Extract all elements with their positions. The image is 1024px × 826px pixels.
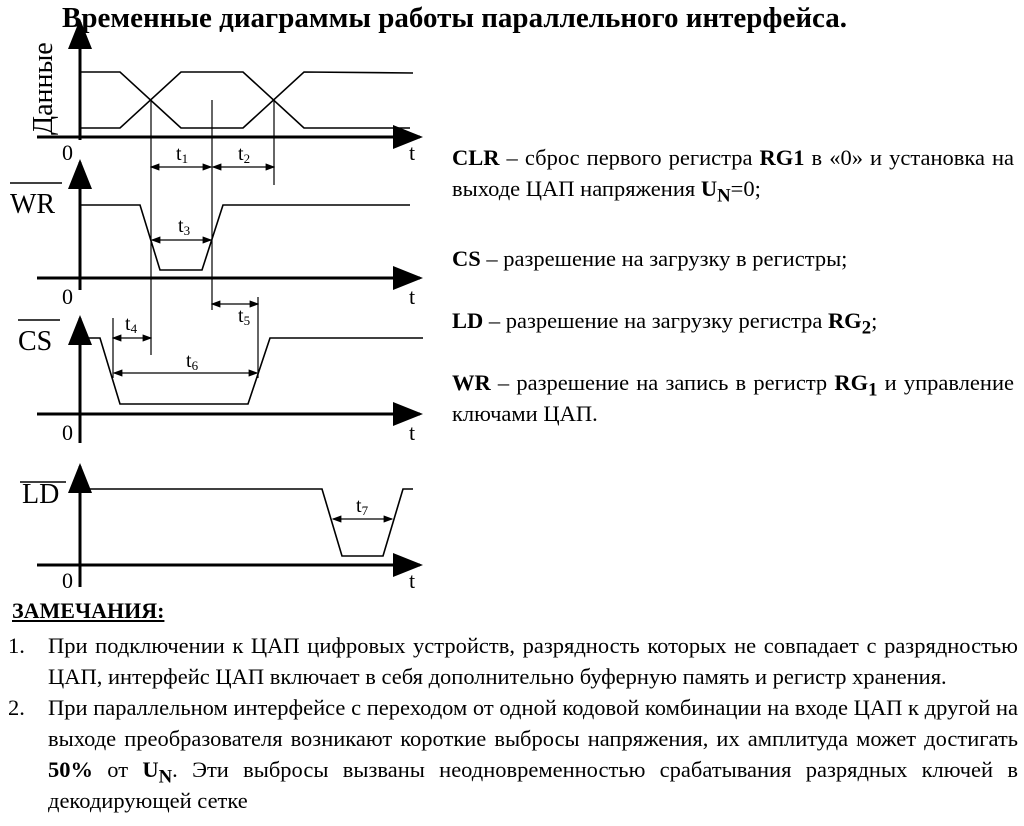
axis-t-label: t [409,420,415,445]
axis-zero-label: 0 [62,284,73,309]
axis-t-label: t [409,140,415,165]
axis-t-label: t [409,284,415,309]
wr-signal-plot [37,159,423,290]
interval-t1: t1 [176,143,188,166]
interval-labels: t1 t2 t3 t4 t5 t6 t7 [125,143,369,518]
description-cs: CS – разрешение на загрузку в регистры; [452,246,848,271]
description-ld: LD – разрешение на загрузку регистра RG2… [452,308,878,339]
axis-t-label: t [409,568,415,593]
cs-signal-plot [37,315,423,443]
axis-zero-label: 0 [62,140,73,165]
wr-signal-label: WR [10,189,55,220]
cs-signal-label: CS [18,326,52,357]
note-1: 1.При подключении к ЦАП цифровых устройс… [8,633,1018,689]
data-signal-plot [37,19,423,149]
interval-t4: t4 [125,313,138,336]
notes-heading: ЗАМЕЧАНИЯ: [12,598,165,623]
notes-list: 1.При подключении к ЦАП цифровых устройс… [8,630,1018,826]
interval-t6: t6 [186,350,199,373]
interval-t5: t5 [238,305,250,328]
axis-zero-label: 0 [62,568,73,593]
ld-signal-label: LD [22,479,59,510]
axis-zero-label: 0 [62,420,73,445]
page-title: Временные диаграммы работы параллельного… [62,2,848,34]
data-signal-label: Данные [28,42,59,135]
interval-t7: t7 [356,495,369,518]
interval-t2: t2 [238,143,250,166]
timing-diagram: Данные WR CS LD 0 0 0 0 t t t t t1 t2 t3… [10,19,423,593]
ld-signal-plot [37,463,423,587]
description-clr: CLR – сброс первого регистра RG1 в «0» и… [452,145,1015,207]
note-2: 2.При параллельном интерфейсе с переходо… [8,695,1018,813]
timing-reference-lines [111,100,394,523]
interval-t3: t3 [178,215,190,238]
description-wr: WR – разрешение на запись в регистр RG1 … [452,370,1014,426]
